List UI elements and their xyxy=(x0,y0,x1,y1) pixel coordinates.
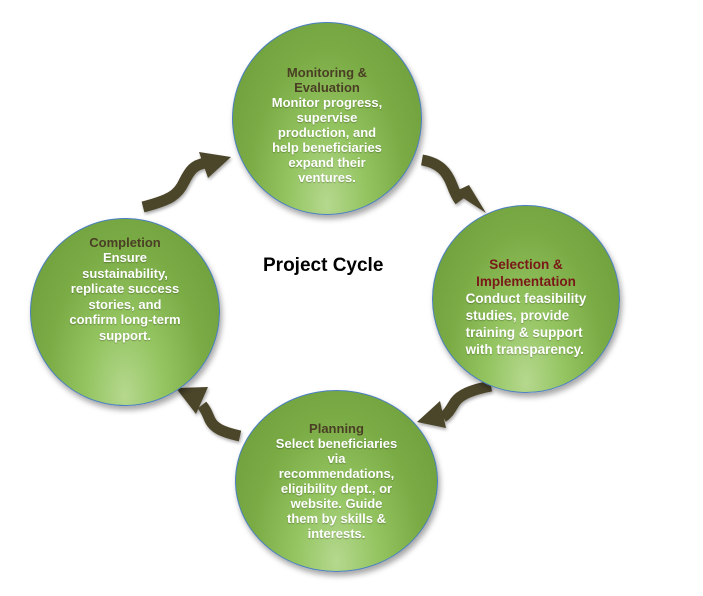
node-monitoring-evaluation: Monitoring & Evaluation Monitor progress… xyxy=(232,22,422,215)
node-selection-implementation: Selection & Implementation Conduct feasi… xyxy=(432,205,620,393)
node-title: Monitoring & Evaluation xyxy=(286,65,368,95)
arrow-monitoring-to-selection xyxy=(420,154,486,213)
arrow-completion-to-monitoring xyxy=(141,152,231,213)
node-description: Ensure sustainability, replicate success… xyxy=(69,250,181,343)
node-title: Completion xyxy=(89,235,161,250)
node-completion: Completion Ensure sustainability, replic… xyxy=(30,218,220,406)
diagram-title: Project Cycle xyxy=(263,255,384,276)
node-title: Selection & Implementation xyxy=(476,257,576,289)
node-description: Select beneficiaries via recommendations… xyxy=(275,436,398,541)
arrow-planning-to-completion xyxy=(176,387,242,442)
node-description: Conduct feasibility studies, provide tra… xyxy=(465,291,587,357)
node-planning: Planning Select beneficiaries via recomm… xyxy=(235,390,438,572)
node-description: Monitor progress, supervise production, … xyxy=(271,95,383,185)
node-title: Planning xyxy=(309,421,364,436)
arrow-selection-to-planning xyxy=(417,380,493,428)
